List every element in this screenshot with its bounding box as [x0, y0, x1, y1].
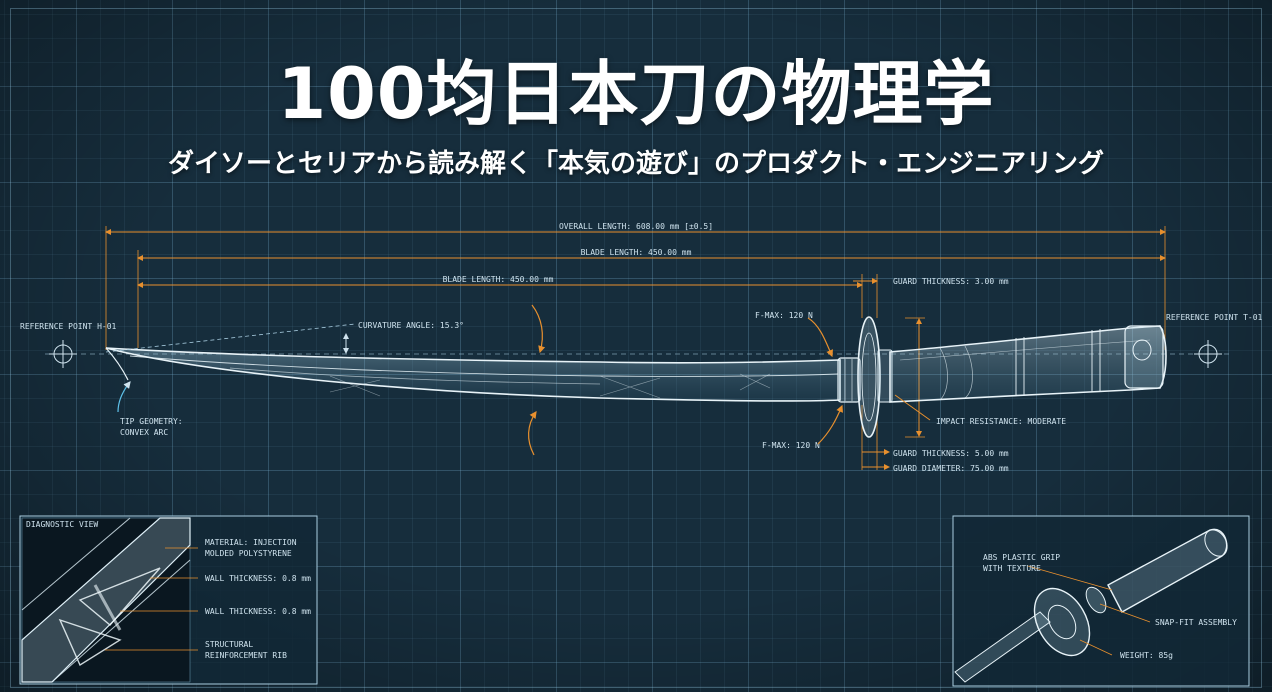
impact-label: IMPACT RESISTANCE: MODERATE	[936, 417, 1066, 426]
fmax-top-label: F-MAX: 120 N	[755, 311, 813, 320]
reference-point-right: REFERENCE POINT T-01	[1166, 313, 1263, 368]
curvature-label: CURVATURE ANGLE: 15.3°	[358, 321, 464, 330]
guard-diameter-label: GUARD DIAMETER: 75.00 mm	[893, 464, 1009, 473]
impact-annotation: IMPACT RESISTANCE: MODERATE	[894, 394, 1066, 426]
weight-label: WEIGHT: 85g	[1120, 651, 1173, 660]
fmax-bottom-label: F-MAX: 120 N	[762, 441, 820, 450]
page-title: 100均日本刀の物理学	[277, 53, 995, 135]
guard-thickness-top-dimension: GUARD THICKNESS: 3.00 mm	[853, 274, 1009, 318]
curvature-annotation: CURVATURE ANGLE: 15.3°	[105, 321, 464, 354]
grip-label-line1: ABS PLASTIC GRIP	[983, 553, 1060, 562]
blade-length-dimension-lower: BLADE LENGTH: 450.00 mm	[137, 250, 863, 348]
tip-label-line1: TIP GEOMETRY:	[120, 417, 183, 426]
diagnostic-panel: DIAGNOSTIC VIEW MATERIAL: INJECTION MOLD…	[19, 515, 318, 685]
reference-point-left: REFERENCE POINT H-01	[20, 322, 117, 368]
tsuba-guard	[857, 316, 893, 438]
fmax-bottom-annotation: F-MAX: 120 N	[762, 404, 843, 450]
tsuka-handle	[889, 325, 1167, 403]
habaki-collar	[837, 357, 861, 403]
guard-thickness-bottom-dimension: GUARD THICKNESS: 5.00 mm GUARD DIAMETER:…	[861, 405, 1009, 473]
overall-length-dimension: OVERALL LENGTH: 608.00 mm [±0.5]	[105, 222, 1166, 350]
tip-label-line2: CONVEX ARC	[120, 428, 168, 437]
blade-length-dimension-upper: BLADE LENGTH: 450.00 mm	[137, 248, 1166, 261]
blueprint-frame	[10, 8, 1262, 688]
guard-thickness-bottom-label: GUARD THICKNESS: 5.00 mm	[893, 449, 1009, 458]
reference-left-label: REFERENCE POINT H-01	[20, 322, 117, 331]
wall-thickness-label-1: WALL THICKNESS: 0.8 mm	[205, 574, 311, 583]
grip-label-line2: WITH TEXTURE	[983, 564, 1041, 573]
tip-annotation: TIP GEOMETRY: CONVEX ARC	[117, 381, 183, 437]
rib-label-line2: REINFORCEMENT RIB	[205, 651, 287, 660]
reference-right-label: REFERENCE POINT T-01	[1166, 313, 1263, 322]
katana-blade	[105, 347, 841, 402]
material-label-line2: MOLDED POLYSTYRENE	[205, 549, 292, 558]
page-subtitle: ダイソーとセリアから読み解く「本気の遊び」のプロダクト・エンジニアリング	[167, 149, 1104, 179]
fmax-top-annotation: F-MAX: 120 N	[755, 311, 833, 358]
blade-length-upper-label: BLADE LENGTH: 450.00 mm	[581, 248, 692, 257]
wall-thickness-label-2: WALL THICKNESS: 0.8 mm	[205, 607, 311, 616]
material-label-line1: MATERIAL: INJECTION	[205, 538, 297, 547]
snapfit-label: SNAP-FIT ASSEMBLY	[1155, 618, 1237, 627]
bend-arrows	[528, 304, 546, 456]
overall-length-label: OVERALL LENGTH: 608.00 mm [±0.5]	[559, 222, 713, 231]
assembly-panel: ABS PLASTIC GRIP WITH TEXTURE SNAP-FIT A…	[952, 515, 1250, 687]
guard-thickness-top-label: GUARD THICKNESS: 3.00 mm	[893, 277, 1009, 286]
rib-label-line1: STRUCTURAL	[205, 640, 253, 649]
diagnostic-title: DIAGNOSTIC VIEW	[26, 520, 98, 529]
blade-length-lower-label: BLADE LENGTH: 450.00 mm	[443, 275, 554, 284]
